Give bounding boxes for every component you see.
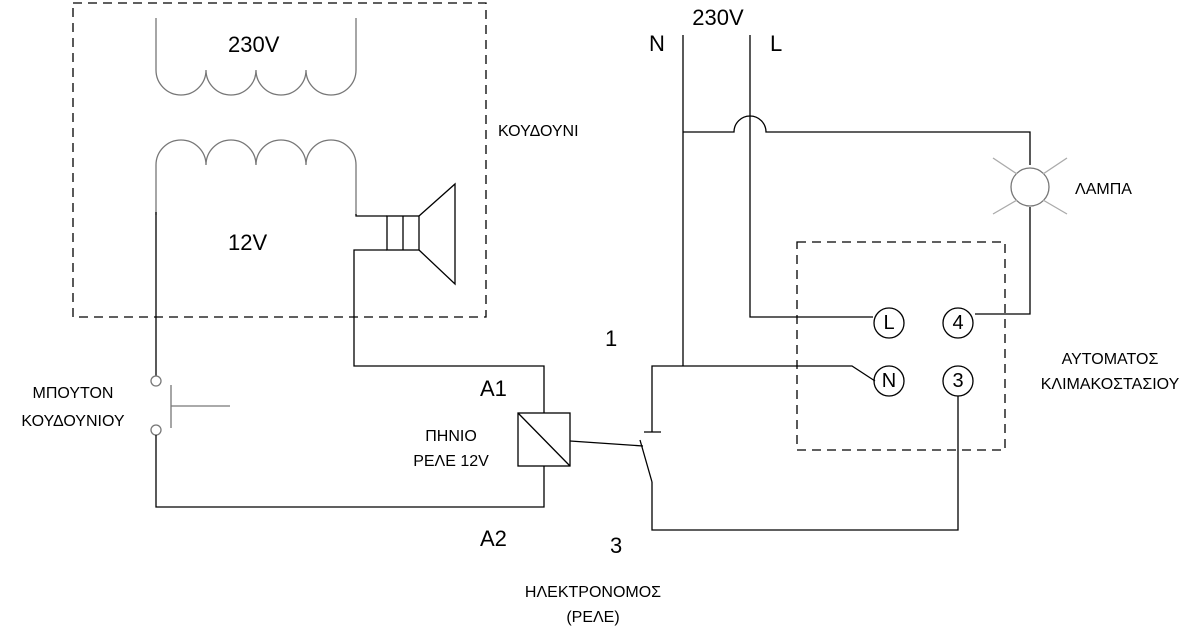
bell-enclosure xyxy=(72,2,487,318)
transformer-primary-coil xyxy=(155,18,357,96)
line-wire xyxy=(749,35,873,318)
secondary-voltage-label: 12V xyxy=(228,230,267,255)
bell-label: ΚΟΥΔΟΥΝΙ xyxy=(498,123,579,140)
timer-terminal-3 xyxy=(942,365,974,397)
wire-button-to-a2 xyxy=(155,435,545,508)
wire-coil-to-speaker xyxy=(355,214,387,217)
relay-mechanical-link xyxy=(569,440,644,447)
a1-label: A1 xyxy=(480,376,507,401)
wire-speaker-to-a1 xyxy=(353,249,545,413)
a2-label: A2 xyxy=(480,526,507,551)
timer-label-line1: ΑΥΤΟΜΑΤΟΣ xyxy=(1062,351,1159,368)
button-bottom-contact xyxy=(150,424,162,436)
lamp-label: ΛΑΜΠΑ xyxy=(1075,181,1132,198)
transformer-secondary-coil xyxy=(155,139,357,215)
relay-coil xyxy=(517,412,571,467)
lamp-icon xyxy=(992,157,1068,215)
primary-voltage-label: 230V xyxy=(228,32,280,57)
relay-coil-diagonal xyxy=(517,412,571,467)
wire-contact-to-terminal-3 xyxy=(651,396,959,531)
wire-lamp-to-terminal-4 xyxy=(975,207,1031,315)
relay-name-line1: ΗΛΕΚΤΡΟΝΟΜΟΣ xyxy=(525,584,661,601)
contact-3-label: 3 xyxy=(610,533,622,558)
relay-contact-blade xyxy=(639,439,653,483)
supply-voltage-label: 230V xyxy=(692,5,744,30)
timer-terminal-4 xyxy=(942,307,974,339)
timer-terminal-3-label: 3 xyxy=(952,370,963,392)
timer-label-line2: ΚΛΙΜΑΚΟΣΤΑΣΙΟΥ xyxy=(1041,376,1180,393)
button-label-line2: ΚΟΥΔΟΥΝΙΟΥ xyxy=(21,413,124,430)
speaker-icon xyxy=(386,182,456,286)
contact-1-label: 1 xyxy=(605,326,617,351)
timer-terminal-4-label: 4 xyxy=(952,312,963,334)
neutral-to-terminal-n xyxy=(683,365,876,382)
neutral-label: N xyxy=(649,31,665,56)
coil-label-line1: ΠΗΝΙΟ xyxy=(425,428,477,445)
neutral-to-lamp-wire xyxy=(683,115,1031,165)
timer-terminal-n-label: N xyxy=(882,370,896,392)
button-top-contact xyxy=(150,375,162,387)
button-label-line1: ΜΠΟΥΤΟΝ xyxy=(33,385,114,402)
timer-terminal-n xyxy=(873,365,905,397)
timer-terminal-l xyxy=(873,307,905,339)
relay-name-line2: (ΡΕΛΕ) xyxy=(566,609,619,626)
line-label: L xyxy=(770,31,782,56)
relay-contact-top xyxy=(651,365,683,432)
coil-label-line2: ΡΕΛΕ 12V xyxy=(413,453,489,470)
timer-enclosure xyxy=(796,241,1006,451)
timer-terminal-l-label: L xyxy=(883,312,894,334)
